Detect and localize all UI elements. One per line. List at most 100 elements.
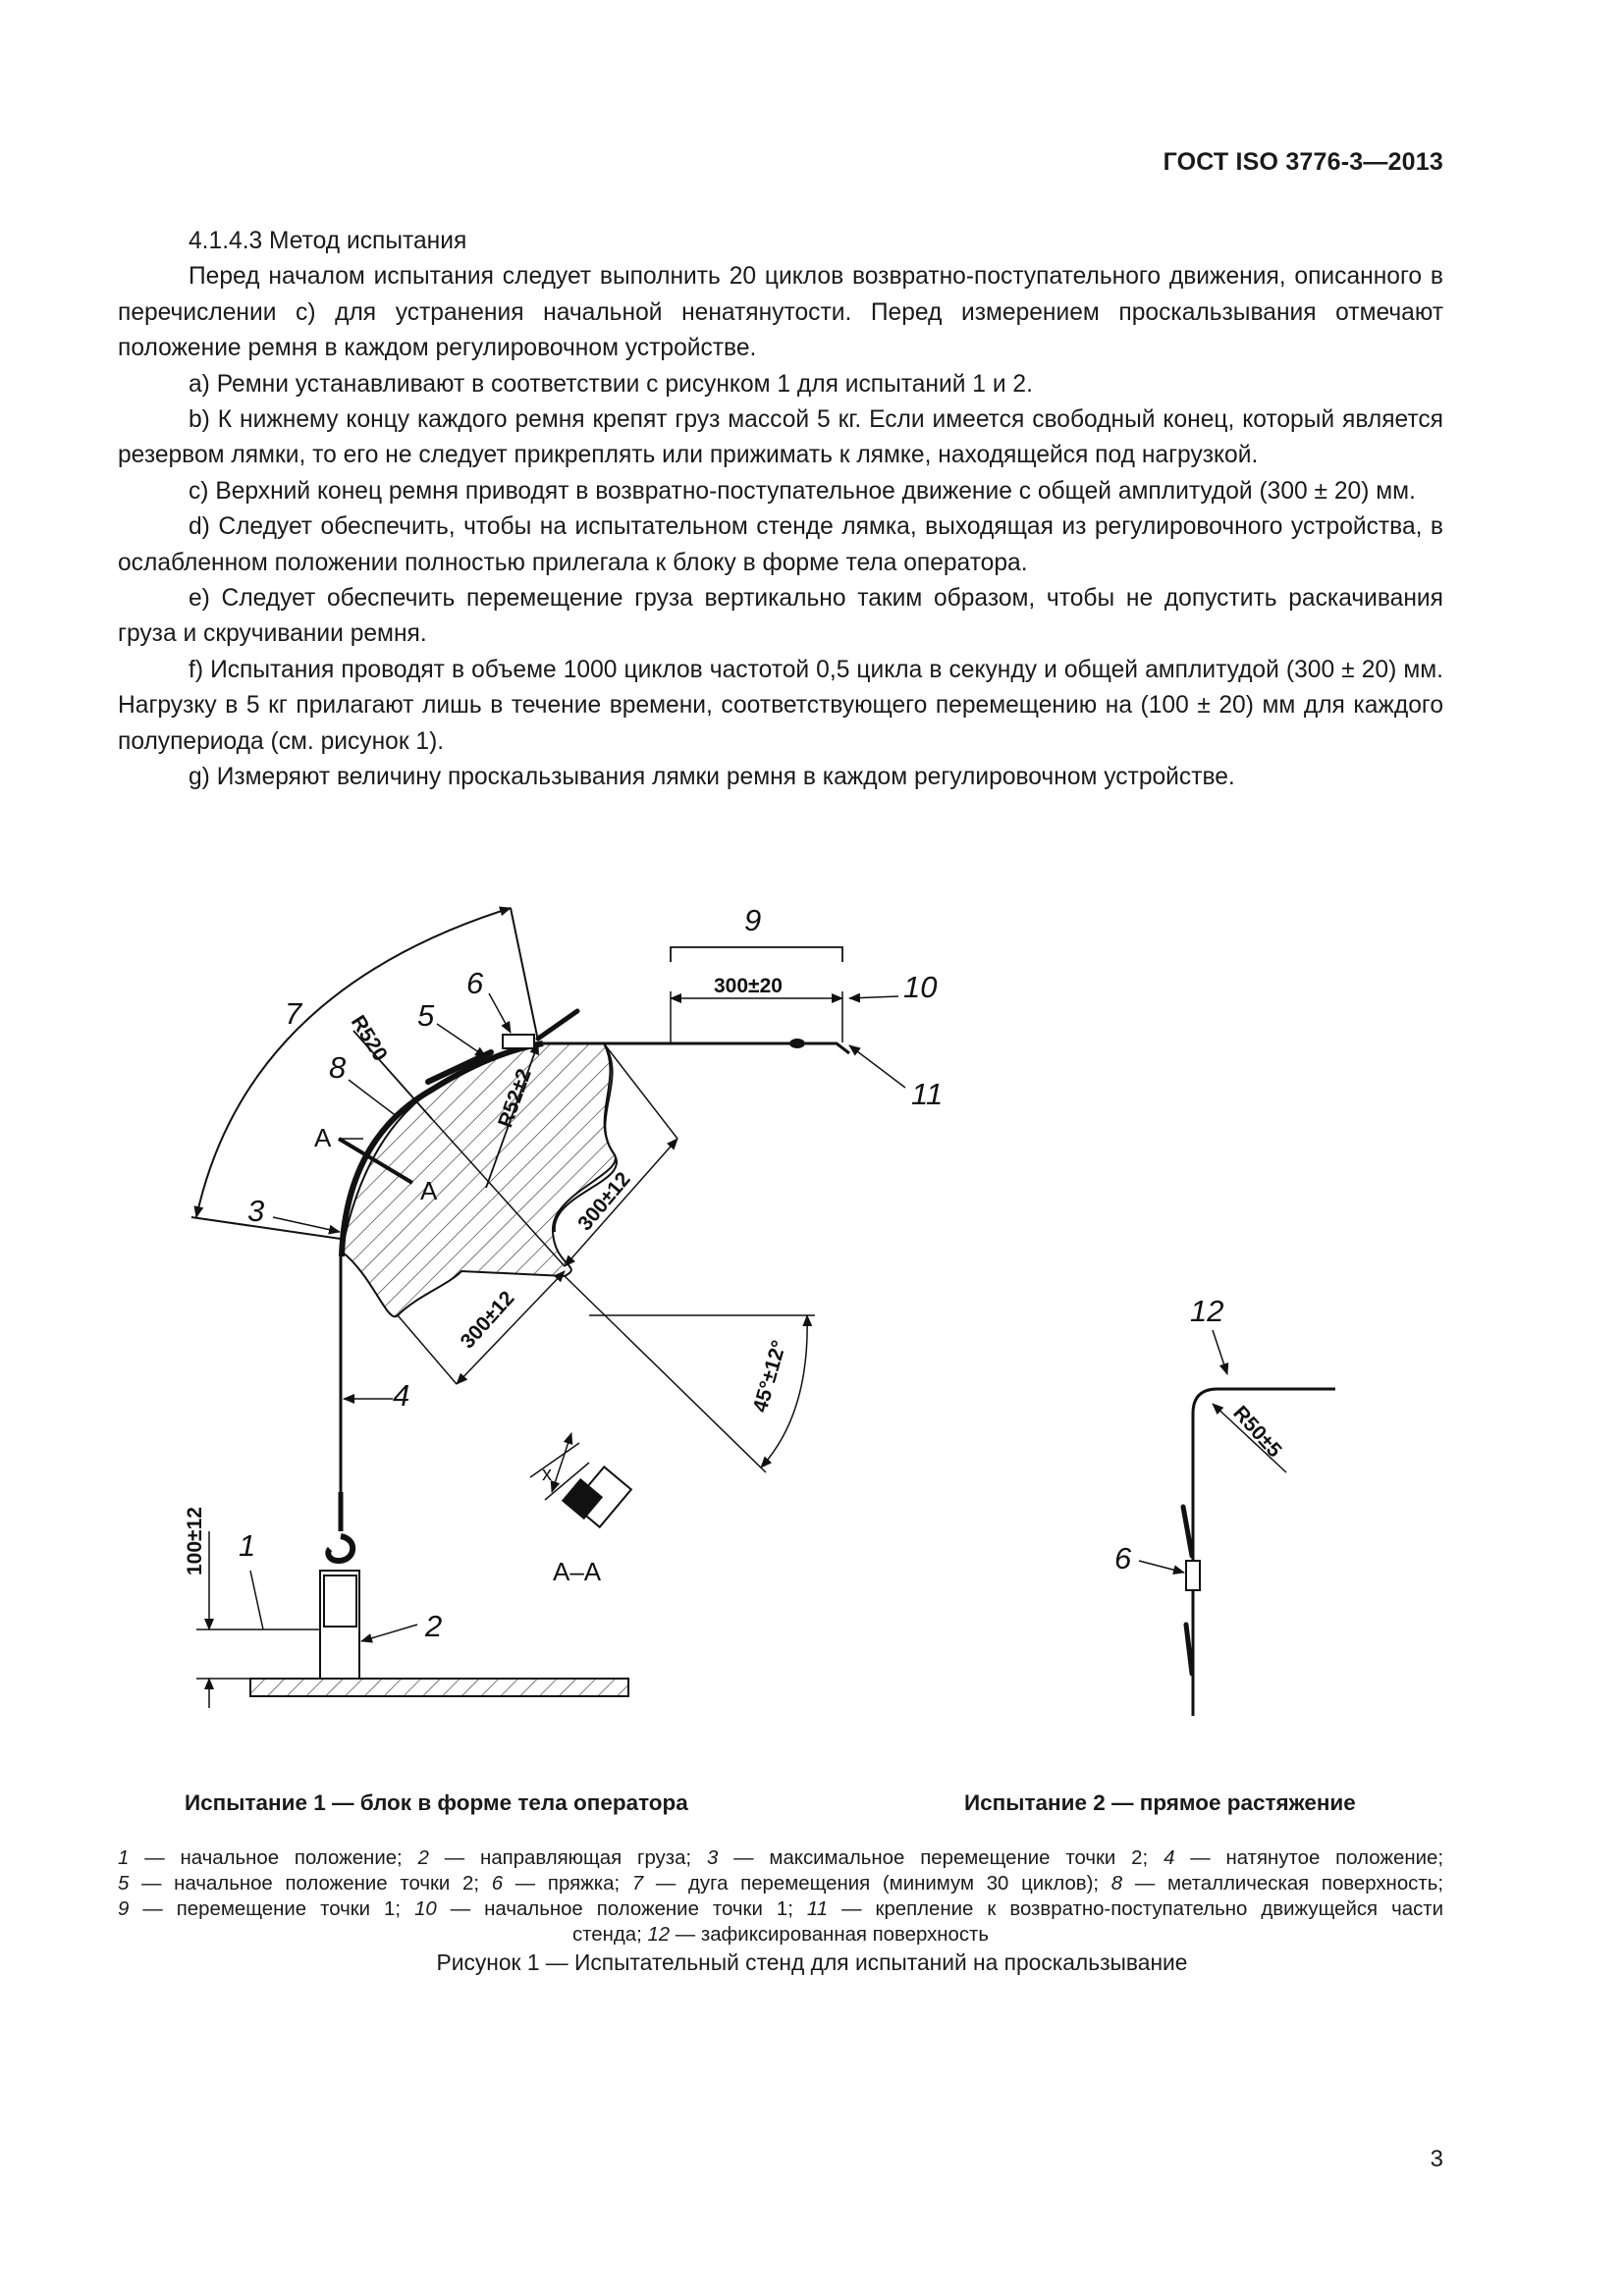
label-x: x: [542, 1464, 552, 1485]
paragraph: g) Измеряют величину проскальзывания лям…: [189, 764, 1235, 791]
dim-100-12: 100±12: [184, 1507, 206, 1575]
r50-leader: [1212, 1403, 1287, 1473]
section-text: 4.1.4.3 Метод испытания Перед началом ис…: [118, 224, 1443, 796]
leader-8: [348, 1079, 399, 1118]
legend-num: 9: [118, 1898, 130, 1920]
label-12: 12: [1190, 1294, 1223, 1328]
label-7: 7: [285, 996, 303, 1031]
legend-text: — начальное положение точки 2;: [129, 1873, 492, 1895]
buckle-tail: [425, 1049, 494, 1085]
leader-12: [1212, 1329, 1229, 1375]
angle-arc: [760, 1314, 813, 1468]
label-3: 3: [247, 1194, 264, 1228]
buckle-test2: [1185, 1560, 1201, 1591]
leader-6b: [1138, 1560, 1185, 1575]
legend-text: — перемещение точки 1;: [129, 1898, 415, 1920]
legend-num: 4: [1164, 1847, 1175, 1869]
legend-text: — начальное положение;: [129, 1847, 418, 1869]
legend-num: 12: [647, 1924, 671, 1946]
legend-num: 6: [491, 1873, 504, 1895]
legend-line: 5 — начальное положение точки 2; 6 — пря…: [118, 1871, 1443, 1896]
attachment-hook: [805, 1041, 850, 1055]
legend-text: — крепление к возвратно-поступательно дв…: [828, 1898, 1443, 1920]
arc-limit-line: [190, 1216, 342, 1240]
section-title: 4.1.4.3 Метод испытания: [189, 228, 467, 254]
dim-line: [603, 1042, 678, 1140]
legend-num: 3: [706, 1847, 719, 1869]
paragraph: b) К нижнему концу каждого ремня крепят …: [118, 406, 1443, 469]
label-1: 1: [239, 1528, 255, 1563]
dim-300-12-right: 300±12: [573, 1168, 635, 1235]
dim-r52: R52±2: [494, 1066, 536, 1131]
paragraph: a) Ремни устанавливают в соответствии с …: [189, 370, 1033, 398]
strap-end-clamp: [789, 1039, 805, 1048]
paragraph: Перед началом испытания следует выполнит…: [118, 263, 1443, 362]
label-10: 10: [903, 970, 937, 1004]
legend-text: — зафиксированная поверхность: [670, 1924, 990, 1946]
dim-300-20: 300±20: [714, 975, 783, 997]
buckle: [502, 1034, 535, 1049]
weight-guide: [319, 1570, 360, 1680]
leader-1: [249, 1570, 264, 1630]
legend-num: 10: [414, 1898, 437, 1920]
hook: [325, 1533, 356, 1565]
legend-text: — начальное положение точки 1;: [436, 1898, 807, 1920]
leader-10: [848, 992, 899, 1003]
leader-6: [488, 992, 512, 1034]
legend-num: 7: [631, 1873, 644, 1895]
label-11: 11: [911, 1077, 943, 1111]
legend-line: стенда; 12 — зафиксированная поверхность: [118, 1922, 1443, 1948]
label-8: 8: [329, 1050, 347, 1085]
dim-line: [456, 1270, 566, 1385]
legend-text: — максимальное перемещение точки 2;: [718, 1847, 1164, 1869]
buckle-tail: [535, 1008, 580, 1041]
paragraph: d) Следует обеспечить, чтобы на испытате…: [118, 513, 1443, 576]
block-cut-edge: [553, 1042, 618, 1233]
label-2: 2: [424, 1609, 442, 1643]
label-6b: 6: [1114, 1541, 1132, 1575]
dim-r520: R520: [347, 1011, 392, 1065]
caption-test2: Испытание 2 — прямое растяжение: [964, 1790, 1356, 1815]
figure-title: Рисунок 1 — Испытательный стенд для испы…: [436, 1949, 1188, 1975]
legend-text: — направляющая груза;: [428, 1847, 707, 1869]
paragraph: e) Следует обеспечить перемещение груза …: [118, 585, 1443, 648]
legend-num: 5: [118, 1873, 130, 1895]
paragraph: f) Испытания проводят в объеме 1000 цикл…: [118, 656, 1443, 755]
page-number: 3: [1430, 2146, 1443, 2172]
legend-text: — дуга перемещения (минимум 30 циклов);: [643, 1873, 1111, 1895]
legend-text: — металлическая поверхность;: [1122, 1873, 1443, 1895]
dim-line: [397, 1314, 458, 1385]
leader-5: [436, 1023, 487, 1058]
angle-line: [564, 1275, 767, 1473]
section-line: [337, 1137, 414, 1185]
label-section-A: A: [314, 1123, 332, 1152]
dim-angle: 45°±12°: [749, 1338, 791, 1415]
paragraph: c) Верхний конец ремня приводят в возвра…: [189, 477, 1416, 505]
travel-arc: [193, 906, 512, 1218]
leader-3: [272, 1216, 341, 1235]
arc-limit-line: [510, 907, 539, 1041]
r52-leader: [485, 1042, 539, 1189]
label-4: 4: [393, 1378, 409, 1413]
weight: [323, 1575, 357, 1628]
brace-9: [670, 946, 843, 962]
label-section-aa: А–А: [553, 1557, 602, 1586]
legend-num: 11: [806, 1898, 829, 1920]
legend-text: — пряжка;: [503, 1873, 632, 1895]
buckle-tail: [1183, 1622, 1195, 1677]
legend-num: 1: [118, 1847, 130, 1869]
r520-leader: [431, 1118, 566, 1267]
dim-300-12-bottom: 300±12: [457, 1287, 519, 1353]
label-9: 9: [744, 903, 761, 937]
legend-line: 1 — начальное положение; 2 — направляюща…: [118, 1845, 1443, 1871]
document-code: ГОСТ ISO 3776-3—2013: [1163, 148, 1443, 176]
legend-line: 9 — перемещение точки 1; 10 — начальное …: [118, 1896, 1443, 1922]
leader-2: [360, 1624, 418, 1643]
legend-text: — натянутое положение;: [1174, 1847, 1443, 1869]
caption-test1: Испытание 1 — блок в форме тела оператор…: [185, 1790, 688, 1815]
dim-r50: R50±5: [1228, 1402, 1286, 1463]
label-section-A: A: [420, 1176, 438, 1205]
leader-11: [848, 1044, 906, 1089]
section-aa-detail: [529, 1432, 633, 1529]
label-5: 5: [417, 998, 435, 1033]
